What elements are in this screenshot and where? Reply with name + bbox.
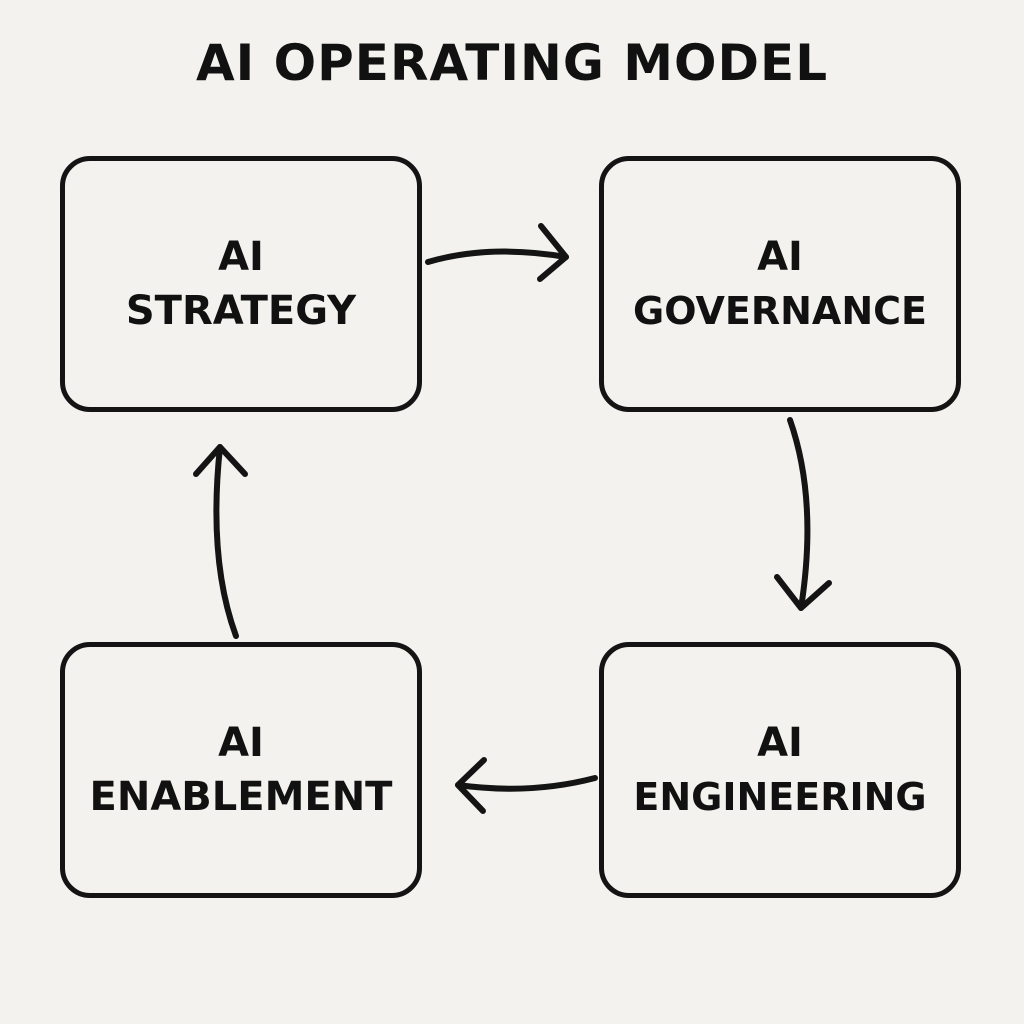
node-ai-governance-line1: AI [757,234,803,280]
node-ai-enablement: AI ENABLEMENT [60,642,422,898]
node-ai-governance: AI GOVERNANCE [599,156,961,412]
diagram-title: AI OPERATING MODEL [195,34,829,92]
arrow-engineering-to-enablement [455,757,598,814]
node-ai-governance-line2: GOVERNANCE [633,289,927,333]
node-ai-strategy-line2: STRATEGY [125,288,357,334]
node-ai-engineering: AI ENGINEERING [599,642,961,898]
node-ai-enablement-line1: AI [218,720,264,766]
arrow-strategy-to-governance [425,223,569,282]
arrow-governance-to-engineering [774,417,832,611]
node-ai-enablement-line2: ENABLEMENT [89,774,393,820]
node-ai-engineering-line2: ENGINEERING [633,775,927,819]
node-ai-engineering-line1: AI [757,720,803,766]
node-ai-strategy-line1: AI [218,234,264,280]
node-ai-strategy: AI STRATEGY [60,156,422,412]
arrow-enablement-to-strategy [193,444,248,639]
